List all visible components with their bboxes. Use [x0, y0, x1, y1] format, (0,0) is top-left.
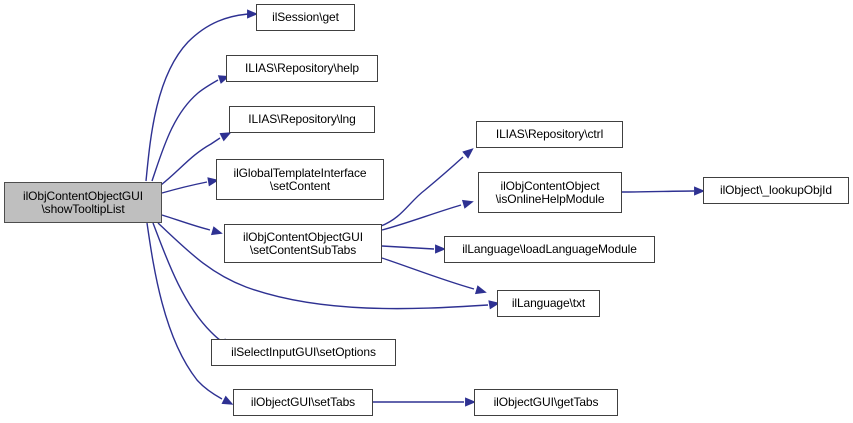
graph-node-label: ilObjectGUI\getTabs	[493, 395, 599, 410]
call-edge-setcontentsubtabs-to-lang_txt	[381, 257, 487, 295]
graph-node-label: ilObjectGUI\setTabs	[250, 395, 356, 410]
graph-node-isonlinehelpmodule[interactable]: ilObjContentObject \isOnlineHelpModule	[478, 172, 622, 213]
graph-node-label: ilSession\get	[272, 10, 339, 25]
graph-node-repo_help[interactable]: ILIAS\Repository\help	[226, 55, 378, 82]
graph-node-setoptions[interactable]: ilSelectInputGUI\setOptions	[211, 339, 396, 366]
call-edge-setcontentsubtabs-to-repo_ctrl	[380, 148, 474, 227]
graph-node-repo_lng[interactable]: ILIAS\Repository\lng	[229, 106, 375, 133]
call-edge-isonlinehelpmodule-to-lookupobjid	[621, 186, 706, 196]
graph-node-label: ILIAS\Repository\ctrl	[495, 127, 604, 142]
call-edge-root-to-setoptions	[152, 222, 231, 349]
graph-node-label: ilLanguage\loadLanguageModule	[462, 242, 637, 257]
call-edge-root-to-session_get	[145, 9, 259, 182]
graph-node-session_get[interactable]: ilSession\get	[256, 4, 355, 31]
graph-node-label: ilSelectInputGUI\setOptions	[231, 345, 376, 360]
call-edge-root-to-tpl_setcontent	[161, 177, 219, 194]
graph-node-gettabs[interactable]: ilObjectGUI\getTabs	[474, 389, 618, 416]
graph-node-label: ilLanguage\txt	[511, 296, 586, 311]
graph-node-label: ilObject\_lookupObjId	[720, 183, 832, 198]
graph-node-label: ilGlobalTemplateInterface \setContent	[233, 165, 367, 193]
graph-node-label: ilObjContentObjectGUI \showTooltipList	[23, 188, 143, 216]
graph-node-loadlanguagemodule[interactable]: ilLanguage\loadLanguageModule	[444, 236, 655, 263]
graph-node-label: ilObjContentObject \isOnlineHelpModule	[495, 178, 605, 206]
call-edge-root-to-settabs	[146, 222, 234, 405]
call-edge-setcontentsubtabs-to-isonlinehelpmodule	[381, 199, 474, 231]
graph-node-repo_ctrl[interactable]: ILIAS\Repository\ctrl	[476, 121, 623, 148]
graph-node-lookupobjid[interactable]: ilObject\_lookupObjId	[703, 177, 849, 204]
graph-node-label: ILIAS\Repository\help	[245, 61, 359, 76]
graph-node-label: ILIAS\Repository\lng	[248, 112, 356, 127]
graph-node-settabs[interactable]: ilObjectGUI\setTabs	[233, 389, 373, 416]
call-edge-root-to-setcontentsubtabs	[161, 214, 223, 236]
graph-node-root[interactable]: ilObjContentObjectGUI \showTooltipList	[4, 182, 162, 223]
graph-node-lang_txt[interactable]: ilLanguage\txt	[497, 290, 600, 317]
graph-node-setcontentsubtabs[interactable]: ilObjContentObjectGUI \setContentSubTabs	[224, 224, 382, 263]
graph-node-tpl_setcontent[interactable]: ilGlobalTemplateInterface \setContent	[216, 159, 384, 200]
call-edge-setcontentsubtabs-to-loadlanguagemodule	[381, 244, 447, 254]
call-edge-settabs-to-gettabs	[373, 397, 477, 407]
graph-node-label: ilObjContentObjectGUI \setContentSubTabs	[243, 229, 363, 257]
call-edge-root-to-repo_lng	[160, 132, 232, 186]
